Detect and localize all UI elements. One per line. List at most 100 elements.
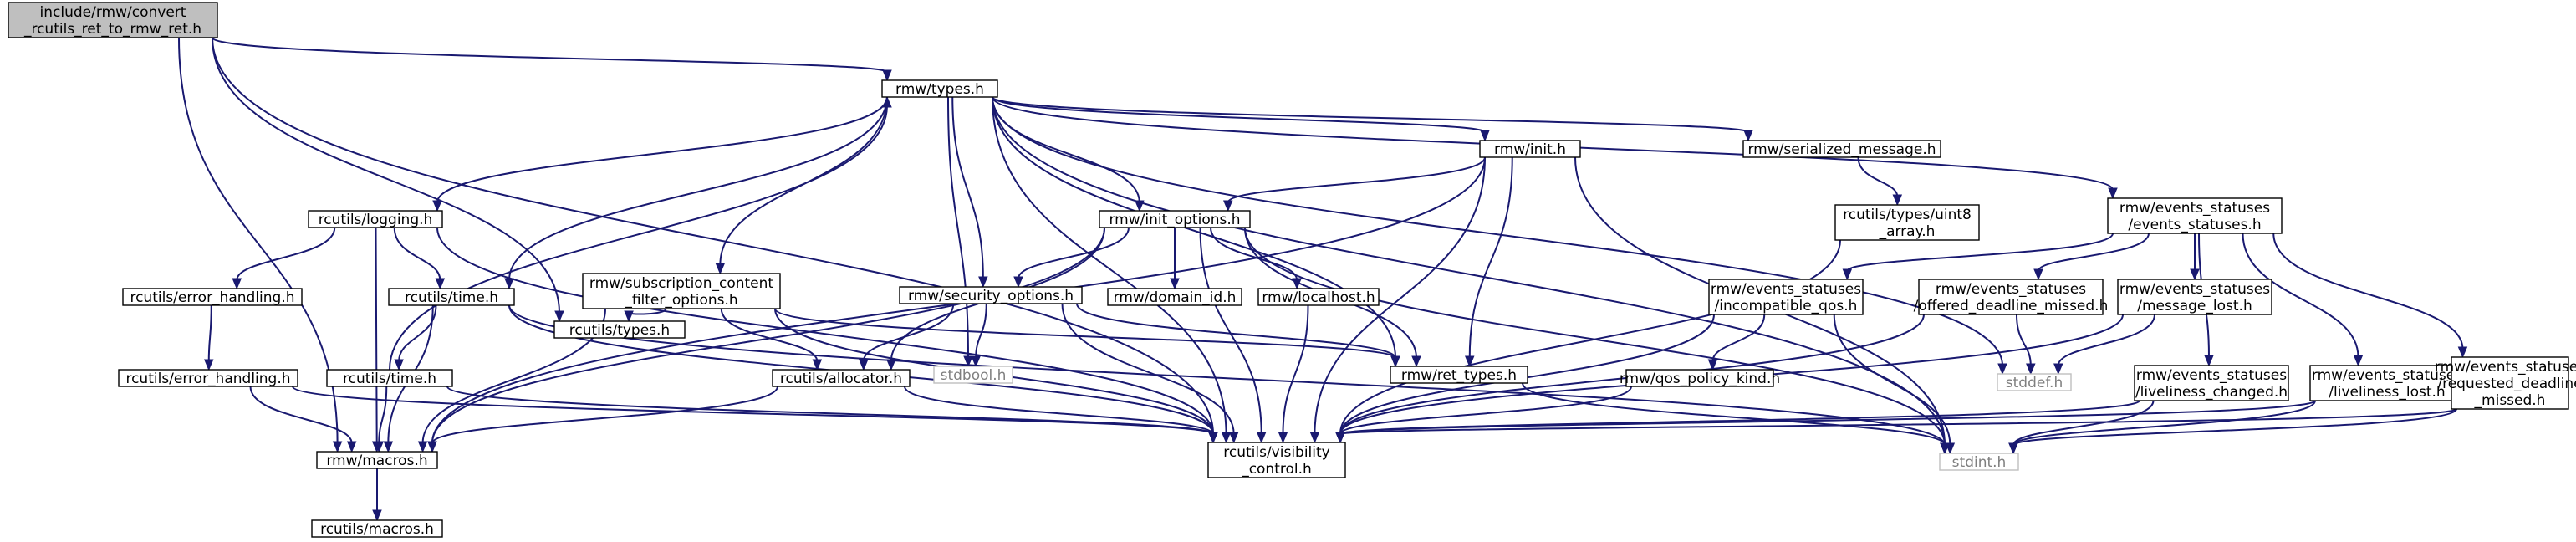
edge-line [992,96,1227,435]
arrowhead [882,95,892,108]
node-label: _filter_options.h [624,292,737,309]
arrowhead [978,276,988,289]
node-rcutils-time-b[interactable]: rcutils/time.h [326,369,453,387]
edge-rmw-types-to-stdbool [947,96,973,368]
edge-line [2012,400,2316,446]
arrowhead [2108,187,2118,200]
node-ev-requested[interactable]: rmw/events_statuses/requested_deadline_m… [2435,356,2576,410]
node-box [772,369,911,387]
arrowhead [204,359,214,371]
arrowhead [504,278,514,290]
node-rmw-events-statuses[interactable]: rmw/events_statuses/events_statuses.h [2107,197,2283,234]
arrowhead [232,278,242,290]
node-label: rmw/localhost.h [1262,289,1375,306]
node-label: rmw/domain_id.h [1114,289,1237,306]
arrowhead [435,278,446,290]
node-rmw-types[interactable]: rmw/types.h [881,79,998,98]
node-rmw-serialized[interactable]: rmw/serialized_message.h [1742,140,1941,158]
node-box [2134,365,2289,401]
node-root[interactable]: include/rmw/convert_rcutils_ret_to_rmw_r… [8,2,218,38]
edge-line [1199,227,1262,435]
node-rcutils-time-a[interactable]: rcutils/time.h [388,288,515,306]
edge-rmw-init-to-rmw-init-options [1223,156,1486,212]
edge-line [862,303,955,362]
edge-rcutils-error-a-to-rcutils-error-b [204,304,214,371]
edge-line [1339,239,1841,435]
edge-ev-offered-to-stddef [2016,314,2036,376]
node-label: stdbool.h [941,367,1007,384]
node-rcutils-error-a[interactable]: rcutils/error_handling.h [122,288,303,306]
arrowhead [1892,194,1903,207]
edge-rmw-types-to-rmw-security [951,96,988,289]
node-label: /offered_deadline_missed.h [1914,298,2109,314]
arrowhead [1170,278,1180,290]
edge-rcutils-allocator-to-rmw-macros [427,386,778,453]
edge-line [992,96,1749,133]
node-label: _control.h [1241,461,1312,478]
edge-line [378,386,388,444]
dependency-edges [178,37,2468,522]
node-rmw-macros[interactable]: rmw/macros.h [316,451,438,469]
node-rmw-qos-policy[interactable]: rmw/qos_policy_kind.h [1620,369,1780,387]
node-label: rcutils/types.h [569,322,670,339]
node-stdbool[interactable]: stdbool.h [933,366,1013,384]
node-box [899,286,1083,304]
node-ev-message-lost[interactable]: rmw/events_statuses/message_lost.h [2117,279,2272,315]
edge-line [431,386,778,444]
node-rmw-sub-filter[interactable]: rmw/subscription_content_filter_options.… [582,273,781,309]
node-rcutils-macros[interactable]: rcutils/macros.h [311,519,443,538]
node-rcutils-allocator[interactable]: rcutils/allocator.h [772,369,911,387]
node-box [933,366,1013,384]
node-rmw-ret-types[interactable]: rmw/ret_types.h [1390,366,1528,384]
arrowhead [417,441,428,453]
edge-ev-requested-to-rcutils-visibility [1335,408,2457,444]
edge-rmw-security-to-rcutils-visibility [1061,303,1239,444]
node-box [388,288,515,306]
edge-line [904,386,1214,435]
node-box [118,369,298,387]
node-box [1479,140,1581,158]
node-ev-offered[interactable]: rmw/events_statuses/offered_deadline_mis… [1914,279,2109,315]
node-label: rmw/events_statuses [2119,281,2270,298]
node-ev-incompatible[interactable]: rmw/events_statuses/incompatible_qos.h [1708,279,1864,315]
arrowhead [1278,432,1288,444]
edge-ev-message-lost-to-stddef [2053,314,2155,376]
node-ev-liveliness-changed[interactable]: rmw/events_statuses/liveliness_changed.h [2134,365,2289,401]
node-rmw-domain-id[interactable]: rmw/domain_id.h [1107,288,1242,306]
node-rmw-localhost[interactable]: rmw/localhost.h [1257,288,1380,306]
node-ev-liveliness-lost[interactable]: rmw/events_statuses/liveliness_lost.h [2309,365,2465,401]
node-rmw-init[interactable]: rmw/init.h [1479,140,1581,158]
header-nodes: include/rmw/convert_rcutils_ret_to_rmw_r… [8,2,2576,538]
arrowhead [2190,268,2200,281]
node-rcutils-logging[interactable]: rcutils/logging.h [308,210,443,228]
arrowhead [346,441,357,453]
node-rcutils-visibility[interactable]: rcutils/visibility_control.h [1207,442,1346,478]
node-label: rmw/events_statuses [2136,367,2287,384]
node-box [122,288,303,306]
edge-line [2012,400,2155,446]
node-label: rmw/init.h [1494,141,1566,158]
node-box [1107,288,1242,306]
edge-rcutils-time-a-to-rcutils-time-b [394,304,437,371]
arrowhead [1335,432,1345,444]
arrowhead [1309,432,1320,444]
node-rcutils-types[interactable]: rcutils/types.h [553,320,686,339]
edge-line [2057,314,2155,366]
node-box [1257,288,1380,306]
edge-line [398,304,437,362]
arrowhead [1945,442,1956,455]
arrowhead [1221,432,1232,444]
node-rmw-init-options[interactable]: rmw/init_options.h [1099,210,1251,228]
edge-rmw-types-to-rcutils-logging [432,96,888,212]
edge-rmw-events-statuses-to-ev-liveliness-lost [2242,233,2364,367]
node-rmw-security[interactable]: rmw/security_options.h [899,286,1083,304]
node-rcutils-uint8[interactable]: rcutils/types/uint8_array.h [1834,204,1980,241]
node-stddef[interactable]: stddef.h [1997,373,2072,391]
node-rcutils-error-b[interactable]: rcutils/error_handling.h [118,369,298,387]
node-label: stddef.h [2006,375,2063,391]
arrowhead [886,359,896,371]
edge-line [1468,156,1513,359]
node-stdint[interactable]: stdint.h [1939,453,2019,471]
arrowhead [1228,432,1239,444]
